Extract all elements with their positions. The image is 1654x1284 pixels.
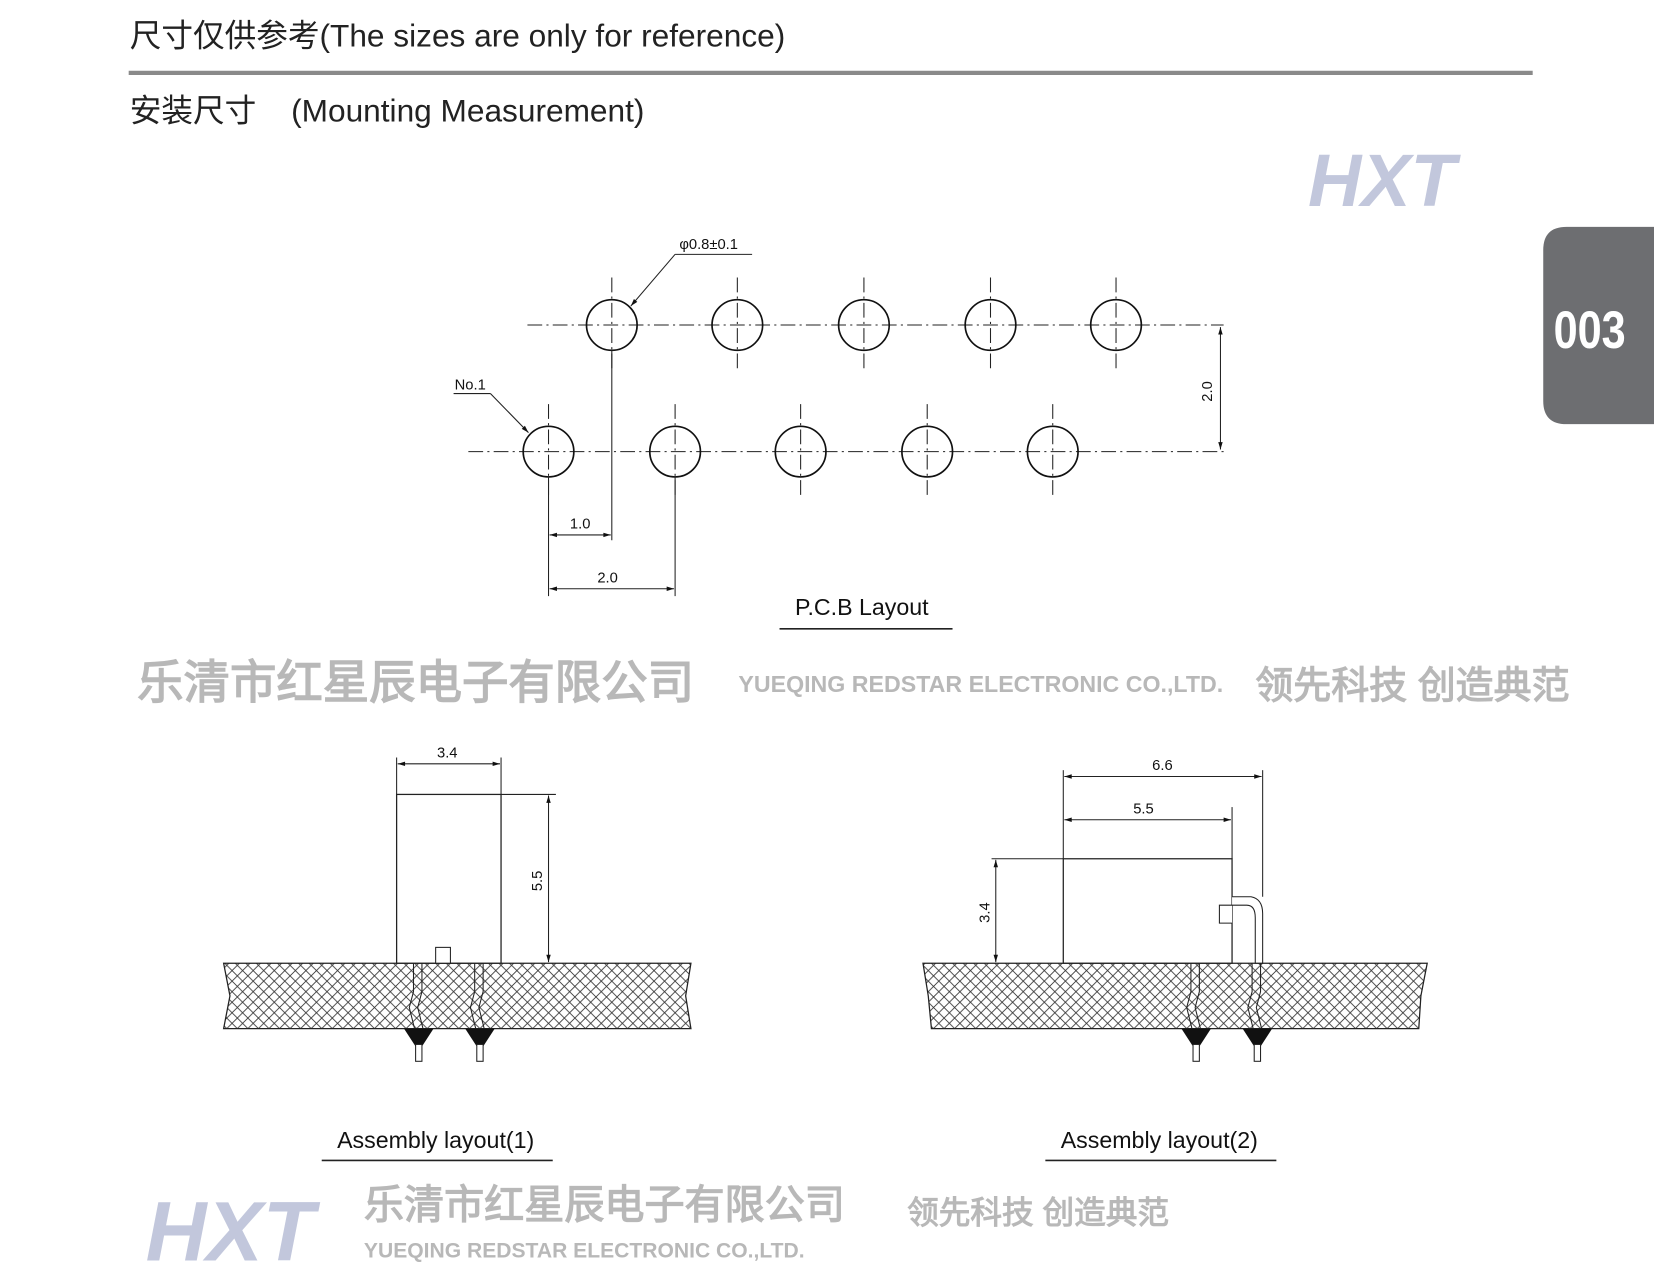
watermark-logo: HXT	[1308, 139, 1462, 222]
solder-joint	[404, 1028, 434, 1047]
horizontal-watermark: HXT 乐清市红星辰电子有限公司 YUEQING REDSTAR ELECTRO…	[146, 1183, 1169, 1278]
section-title-en: (Mounting Measurement)	[291, 92, 644, 128]
pcb-hole	[901, 425, 954, 478]
pcb-hole	[964, 298, 1017, 352]
watermark-logo: HXT	[146, 1185, 321, 1279]
watermark-company-cn: 乐清市红星辰电子有限公司	[364, 1183, 845, 1227]
solder-joint	[1242, 1028, 1273, 1047]
solder-joint	[465, 1028, 495, 1047]
pcb-hole	[1089, 298, 1143, 352]
pcb-hole	[837, 298, 891, 352]
diagonal-watermark: 乐清市红星辰电子有限公司 YUEQING REDSTAR ELECTRONIC …	[137, 656, 1569, 708]
assembly-layout-1-drawing: 3.4 5.5	[222, 746, 692, 1062]
pcb-layout-caption: P.C.B Layout	[795, 594, 929, 620]
pin-lead	[1186, 963, 1201, 1029]
pin-tail	[415, 1043, 423, 1062]
dim-row-spacing: 2.0	[1200, 381, 1216, 402]
pin-lead	[469, 963, 485, 1029]
assembly-layout-2-caption: Assembly layout(2)	[1061, 1127, 1258, 1153]
assembly-layout-1-caption: Assembly layout(1)	[337, 1127, 534, 1153]
solder-joint	[1181, 1028, 1211, 1047]
watermark-company-en: YUEQING REDSTAR ELECTRONIC CO.,LTD.	[738, 671, 1223, 697]
hole-diameter-label: φ0.8±0.1	[679, 237, 738, 253]
dim-pitch: 2.0	[597, 570, 618, 586]
page-number-tab: 003	[1543, 226, 1654, 425]
pcb-hole	[1026, 425, 1079, 478]
dim-height: 3.4	[977, 902, 993, 923]
watermark-slogan: 领先科技 创造典范	[1255, 665, 1569, 707]
pin-tail	[476, 1043, 484, 1062]
pin-lead	[408, 963, 424, 1029]
dim-total: 6.6	[1152, 758, 1173, 774]
svg-text:003: 003	[1554, 301, 1626, 360]
watermark-company-cn: 乐清市红星辰电子有限公司	[137, 656, 694, 708]
pcb-hole	[711, 298, 764, 352]
page-title: 尺寸仅供参考(The sizes are only for reference)	[130, 18, 786, 54]
pin-one-label: No.1	[455, 377, 486, 393]
pin-lead	[1247, 963, 1263, 1029]
watermark-company-en: YUEQING REDSTAR ELECTRONIC CO.,LTD.	[364, 1240, 805, 1263]
pin-tail	[1192, 1043, 1200, 1062]
pcb-hole	[774, 425, 827, 478]
dim-offset: 1.0	[570, 517, 591, 533]
dim-width: 3.4	[437, 746, 458, 762]
pin-tail	[1253, 1043, 1262, 1062]
section-title-cn: 安装尺寸	[130, 92, 257, 128]
dim-height: 5.5	[530, 871, 546, 892]
watermark-slogan: 领先科技 创造典范	[907, 1195, 1169, 1231]
assembly-layout-2-drawing: 6.6 5.5 3.4	[922, 758, 1428, 1062]
pcb-layout-drawing: 2.0 1.0 2.0 φ0.8±0.1 No.1	[453, 237, 1224, 597]
dim-body: 5.5	[1133, 801, 1154, 817]
